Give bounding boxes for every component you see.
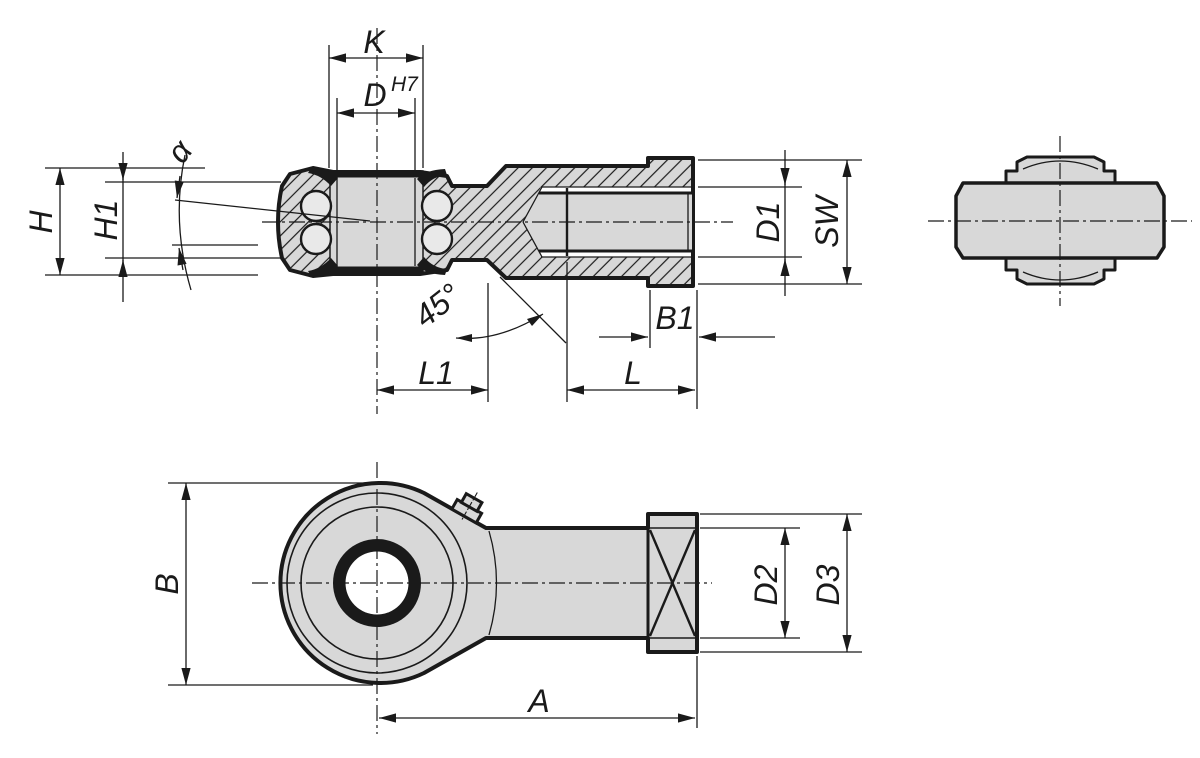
dimension-D2: D2 [700,527,800,639]
dim-label-alpha: α [160,132,200,169]
dim-label-H1: H1 [88,200,124,241]
dim-label-A: A [526,683,549,719]
dimension-D1: D1 [698,150,802,296]
dimension-L: L [566,262,695,402]
ring-bottom-chamfer [330,266,423,273]
dimension-D3: D3 [700,513,862,653]
dimension-A: A [379,656,698,728]
dim-label-D3: D3 [810,564,846,605]
dimension-K: K [328,24,424,168]
dimension-chamfer-angle: 45° [407,276,567,344]
ball-icon [420,222,454,256]
dimension-B1: B1 [599,290,775,409]
dim-label-B1: B1 [655,300,694,336]
ball-icon [299,189,333,223]
tilt-axis-line [174,199,371,222]
ball-icon [420,189,454,223]
dim-label-D1: D1 [750,202,786,243]
front-view: B D2 D3 A [149,462,862,734]
dim-label-SW: SW [809,193,845,247]
dim-label-L1: L1 [418,355,454,391]
dimension-H1: H1 [88,152,281,302]
bearing-balls [299,189,454,256]
section-outline [276,156,695,288]
dim-label-B: B [149,573,185,594]
dim-label-D-tolerance: H7 [391,73,419,96]
dim-label-D2: D2 [748,564,784,605]
dim-label-L: L [624,355,642,391]
dimension-alpha: α [160,132,200,291]
retaining-lips [308,168,447,276]
dimension-B: B [149,482,373,686]
dim-label-H: H [23,210,59,234]
dimension-D: D H7 [336,73,419,170]
dimension-SW: SW [698,159,862,285]
ball-icon [299,222,333,256]
dim-label-K: K [363,24,386,60]
dim-label-D: D [363,77,386,113]
chamfer-extension-line [499,276,567,344]
dimension-H: H [23,167,258,276]
section-view: K D H7 H H1 [23,24,862,414]
grease-fitting-icon [449,491,484,525]
dim-label-chamfer-angle: 45° [407,276,467,334]
side-view [928,136,1192,306]
ball-crown-arc-top [1022,160,1099,170]
dimension-L1: L1 [377,283,489,402]
